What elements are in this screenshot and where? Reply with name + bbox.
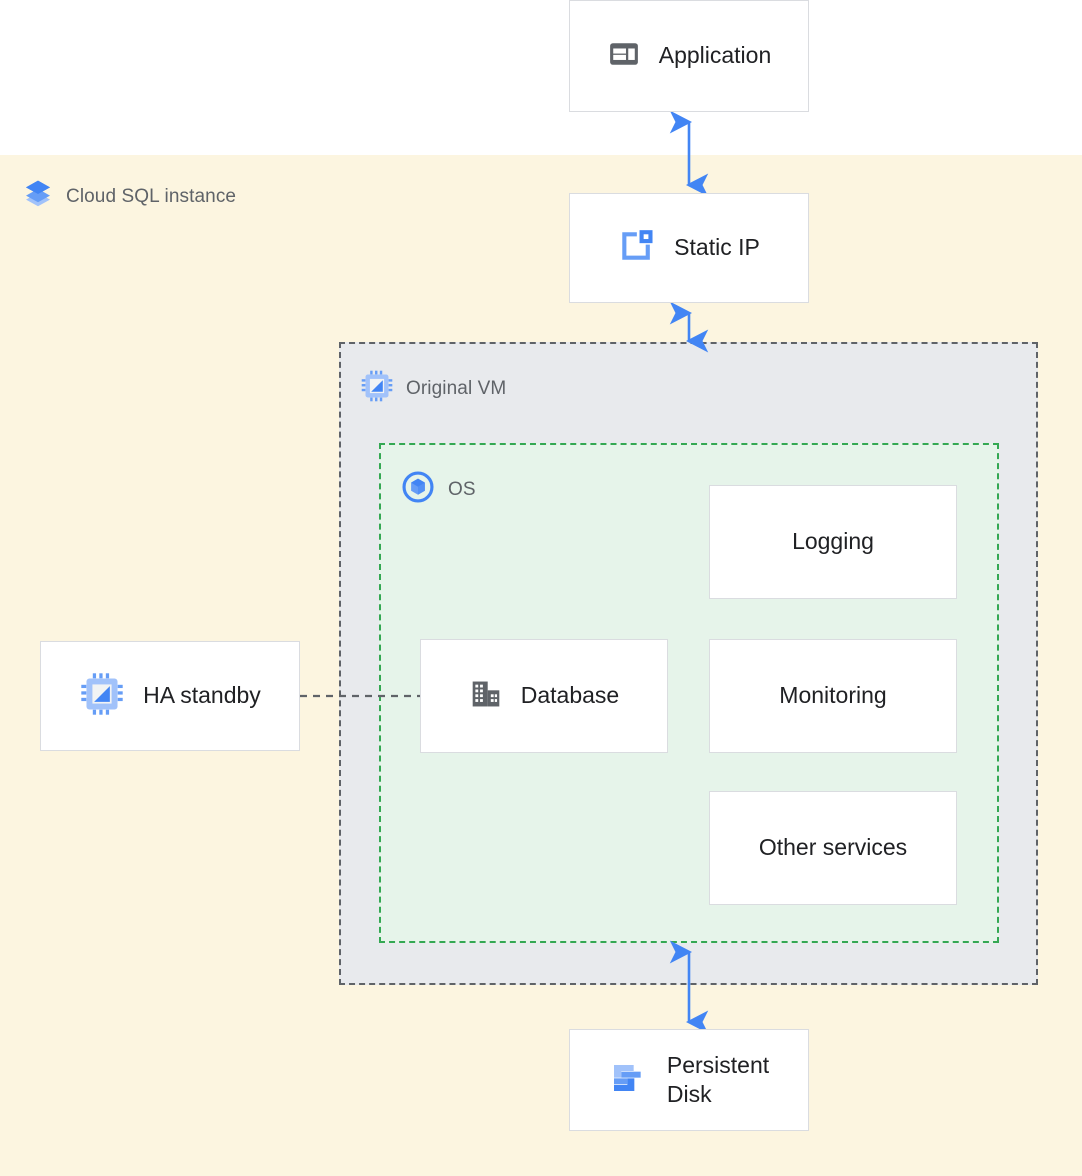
- node-database-label: Database: [520, 682, 620, 709]
- original-vm-label: Original VM: [406, 377, 507, 399]
- node-database[interactable]: Database: [420, 639, 668, 753]
- node-ha-standby[interactable]: HA standby: [40, 641, 300, 751]
- node-logging-label: Logging: [792, 528, 874, 555]
- node-static-ip[interactable]: Static IP: [569, 193, 809, 303]
- node-static-ip-label: Static IP: [674, 234, 760, 261]
- cloudsql-instance-label-group: Cloud SQL instance: [22, 178, 236, 215]
- static-ip-icon: [618, 227, 656, 270]
- database-building-icon: [469, 677, 503, 716]
- os-label-group: OS: [400, 469, 476, 510]
- node-other-services-label: Other services: [758, 834, 908, 861]
- node-other-services[interactable]: Other services: [709, 791, 957, 905]
- node-persistent-disk[interactable]: Persistent Disk: [569, 1029, 809, 1131]
- os-icon: [400, 469, 436, 510]
- cloudsql-instance-label: Cloud SQL instance: [66, 185, 237, 207]
- node-monitoring[interactable]: Monitoring: [709, 639, 957, 753]
- cloud-sql-icon: [22, 178, 54, 215]
- original-vm-label-group: Original VM: [360, 369, 506, 408]
- os-label: OS: [448, 478, 476, 500]
- persistent-disk-icon: [609, 1058, 649, 1103]
- node-application[interactable]: Application: [569, 0, 809, 112]
- node-logging[interactable]: Logging: [709, 485, 957, 599]
- node-ha-standby-label: HA standby: [143, 682, 261, 709]
- node-monitoring-label: Monitoring: [779, 682, 887, 709]
- node-application-label: Application: [658, 42, 772, 69]
- vm-chip-icon: [79, 671, 125, 722]
- vm-chip-icon: [360, 369, 394, 408]
- node-persistent-disk-label: Persistent Disk: [666, 1052, 770, 1107]
- application-layout-icon: [607, 37, 641, 76]
